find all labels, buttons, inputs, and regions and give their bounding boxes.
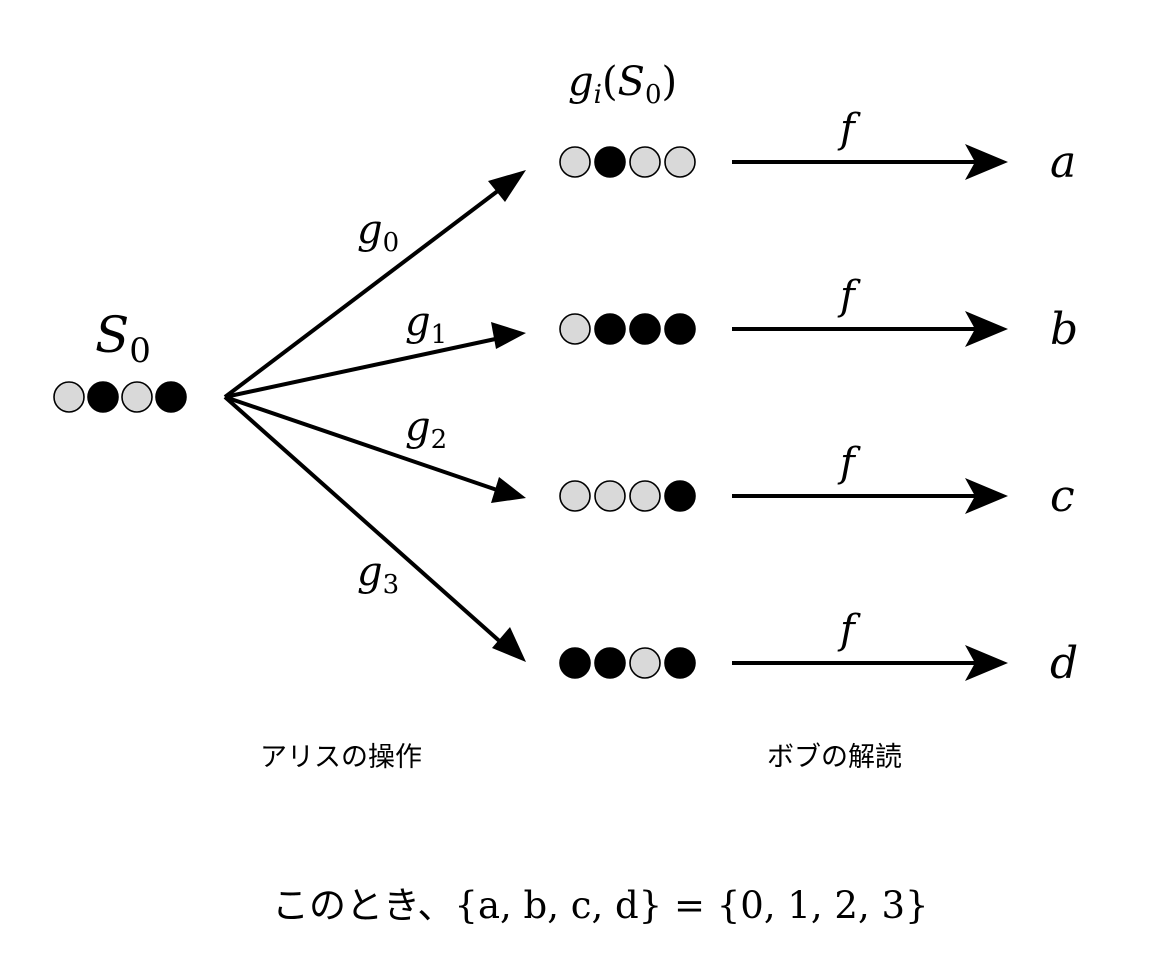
op-label-g3: g3 (357, 549, 399, 600)
output-a: a (1050, 137, 1076, 188)
arrow-g3 (223, 395, 507, 648)
result-row-3-stone-black (559, 647, 591, 679)
result-stones-row-1 (559, 313, 696, 345)
f-label-3: f (837, 607, 861, 653)
initial-stone-white (53, 381, 85, 413)
output-b: b (1050, 304, 1078, 355)
result-row-1-stone-black (594, 313, 626, 345)
result-row-0-stone-white (664, 146, 696, 178)
footer-statement: このとき、{a, b, c, d} = {0, 1, 2, 3} (272, 884, 929, 927)
decode-arrowhead-2 (965, 478, 1008, 514)
footer-rhs: {0, 1, 2, 3} (717, 884, 929, 927)
decode-arrows (732, 144, 1008, 681)
initial-label: S0 (95, 306, 151, 371)
decode-arrowhead-1 (965, 311, 1008, 347)
op-label-g0: g0 (357, 207, 399, 258)
result-row-0-stone-white (629, 146, 661, 178)
op-label-g1: g1 (405, 299, 447, 350)
result-stones-row-0 (559, 146, 696, 178)
result-row-2-stone-white (594, 480, 626, 512)
arrowhead-g1 (491, 322, 526, 349)
initial-stone-black (155, 381, 187, 413)
caption-alice: アリスの操作 (260, 742, 422, 773)
output-c: c (1050, 471, 1075, 522)
arrowhead-g3 (492, 627, 526, 662)
result-stones-row-3 (559, 647, 696, 679)
op-label-g2: g2 (405, 404, 447, 455)
result-row-2-stone-white (629, 480, 661, 512)
arrowhead-g0 (488, 170, 526, 202)
result-row-1-stone-black (629, 313, 661, 345)
f-label-1: f (837, 273, 861, 319)
f-label-2: f (837, 440, 861, 486)
result-row-2-stone-white (559, 480, 591, 512)
initial-state: S0 (53, 306, 187, 413)
result-row-0-stone-black (594, 146, 626, 178)
result-row-0-stone-white (559, 146, 591, 178)
result-row-3-stone-black (664, 647, 696, 679)
arrow-g1 (224, 336, 501, 399)
arrowhead-g2 (491, 477, 526, 503)
initial-stone-white (121, 381, 153, 413)
footer-lhs: {a, b, c, d} (454, 884, 662, 927)
initial-stones (53, 381, 187, 413)
decode-arrowhead-3 (965, 645, 1008, 681)
result-header: gi(S0) (568, 59, 677, 110)
operation-arrows (223, 170, 526, 662)
result-row-2-stone-black (664, 480, 696, 512)
result-row-3-stone-black (594, 647, 626, 679)
result-row-3-stone-white (629, 647, 661, 679)
result-stones-row-2 (559, 480, 696, 512)
caption-bob: ボブの解読 (767, 742, 902, 773)
result-row-1-stone-black (664, 313, 696, 345)
arrow-g0 (223, 185, 505, 399)
result-row-1-stone-white (559, 313, 591, 345)
output-d: d (1050, 638, 1078, 689)
decode-arrowhead-0 (965, 144, 1008, 180)
initial-stone-black (87, 381, 119, 413)
arrow-g2 (224, 395, 501, 493)
f-label-0: f (837, 106, 861, 152)
